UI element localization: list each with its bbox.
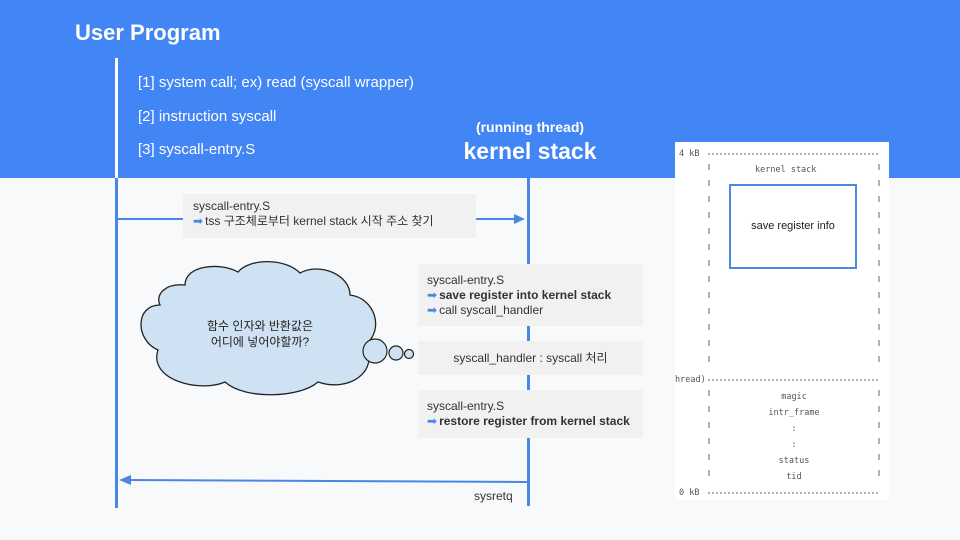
restore-box-desc-row: ➡restore register from kernel stack [427, 414, 643, 429]
tss-box: syscall-entry.S ➡tss 구조체로부터 kernel stack… [183, 194, 476, 238]
stack-top-label: 4 kB [679, 149, 700, 159]
arrow-right-icon: ➡ [427, 303, 438, 317]
stack-field-intr-frame: intr_frame [768, 408, 820, 418]
tss-box-desc-row: ➡tss 구조체로부터 kernel stack 시작 주소 찾기 [193, 214, 476, 229]
save-box-desc-row: ➡save register into kernel stack [427, 288, 643, 303]
sysretq-label: sysretq [474, 489, 513, 503]
restore-box-desc: restore register from kernel stack [439, 414, 630, 428]
user-program-timeline-lower [115, 178, 118, 508]
thought-bubble-small [403, 348, 415, 360]
thought-bubble-large [362, 338, 388, 364]
stack-diagram: 4 kB hread) 0 kB kernel stack save regis… [675, 142, 889, 500]
stack-mid-label: hread) [675, 375, 706, 385]
tss-box-desc: tss 구조체로부터 kernel stack 시작 주소 찾기 [205, 214, 434, 228]
stack-field-status: status [778, 456, 810, 466]
stack-diagram-lines [708, 153, 880, 494]
arrow-right-icon: ➡ [427, 288, 438, 302]
syscall-handler-box: syscall_handler : syscall 처리 [418, 341, 643, 375]
save-box-call-row: ➡call syscall_handler [427, 303, 643, 318]
stack-field-magic: magic [781, 392, 807, 402]
restore-box-title: syscall-entry.S [427, 399, 505, 413]
stack-field-tid: tid [786, 472, 802, 482]
restore-register-box: syscall-entry.S ➡restore register from k… [418, 390, 643, 438]
arrow-return-head [119, 475, 131, 485]
cloud-text: 함수 인자와 반환값은 어디에 넣어야할까? [175, 318, 345, 350]
arrow-to-kernel-head [514, 214, 525, 224]
save-box-desc: save register into kernel stack [439, 288, 612, 302]
stack-kernel-label: kernel stack [755, 165, 817, 175]
save-box-title: syscall-entry.S [427, 273, 505, 287]
cloud-line-1: 함수 인자와 반환값은 [206, 319, 314, 333]
stack-bottom-label: 0 kB [679, 488, 700, 498]
cloud-line-2: 어디에 넣어야할까? [210, 335, 310, 349]
syscall-handler-text: syscall_handler : syscall 처리 [453, 351, 608, 365]
tss-box-title: syscall-entry.S [193, 199, 271, 213]
stack-field-ellipsis-2: : [791, 440, 797, 450]
thought-bubble-medium [388, 345, 404, 361]
step-2: [2] instruction syscall [138, 108, 277, 125]
arrow-right-icon: ➡ [193, 214, 204, 228]
save-register-box: syscall-entry.S ➡save register into kern… [418, 264, 643, 326]
step-3: [3] syscall-entry.S [138, 141, 256, 158]
running-thread-label: (running thread) [475, 119, 585, 135]
page-title: User Program [75, 20, 221, 45]
kernel-stack-heading: kernel stack [463, 138, 597, 164]
save-box-call: call syscall_handler [439, 303, 544, 317]
save-register-info-text: save register info [751, 220, 835, 232]
save-register-info-box: save register info [729, 184, 857, 269]
arrow-right-icon: ➡ [427, 414, 438, 428]
step-1: [1] system call; ex) read (syscall wrapp… [138, 74, 414, 91]
arrow-return [129, 479, 528, 483]
stack-field-ellipsis-1: : [791, 424, 797, 434]
